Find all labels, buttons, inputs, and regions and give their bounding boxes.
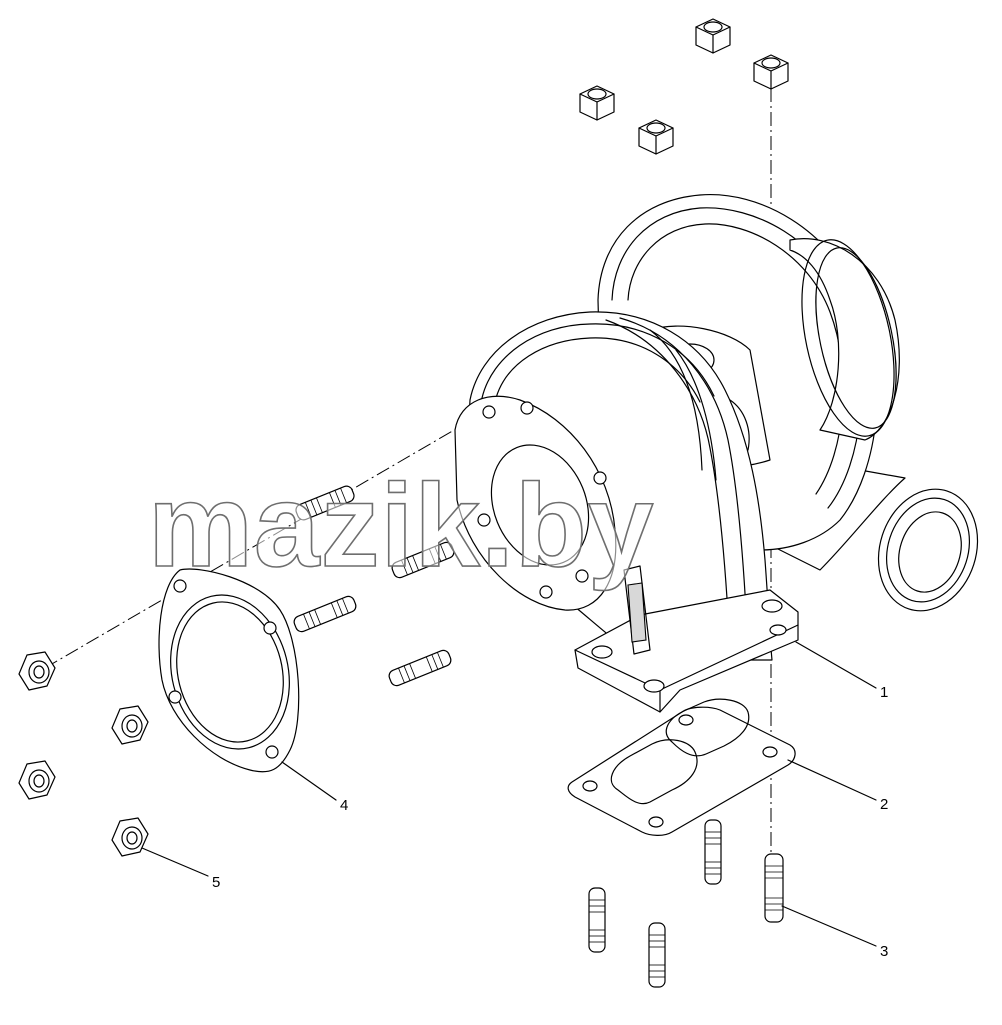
stud xyxy=(295,485,355,521)
nut xyxy=(579,85,615,121)
callout-4: 4 xyxy=(340,797,348,814)
stud xyxy=(293,595,357,633)
watermark-text: mazik.by xyxy=(148,460,654,592)
top-nuts xyxy=(579,18,789,155)
stud xyxy=(764,853,784,923)
nut xyxy=(18,651,56,691)
leader-line-5 xyxy=(141,847,209,877)
round-gasket xyxy=(158,568,300,773)
nut xyxy=(111,817,149,857)
nut xyxy=(753,54,789,90)
callout-1: 1 xyxy=(880,684,888,701)
flange-studs xyxy=(293,485,455,687)
stud xyxy=(704,819,722,885)
callout-2: 2 xyxy=(880,796,888,813)
turbocharger-assembly xyxy=(454,193,979,713)
leader-line-4 xyxy=(281,761,337,801)
stud xyxy=(391,541,455,579)
stud xyxy=(588,887,606,953)
turbine-inlet-bore xyxy=(490,444,590,566)
diagonal-axis-line xyxy=(44,414,481,669)
leader-lines xyxy=(141,641,877,947)
callout-5: 5 xyxy=(212,874,220,891)
flange-nuts xyxy=(18,651,149,857)
nut xyxy=(111,705,149,745)
stud xyxy=(648,922,666,988)
leader-line-1 xyxy=(795,641,877,689)
twin-port-gasket xyxy=(567,698,796,836)
nut xyxy=(638,119,674,155)
leader-line-3 xyxy=(781,905,877,947)
leader-line-2 xyxy=(787,759,877,801)
nut xyxy=(695,18,731,54)
stud xyxy=(388,649,452,687)
nut xyxy=(18,760,56,800)
callout-labels: 1 2 3 4 5 xyxy=(212,684,888,960)
callout-3: 3 xyxy=(880,943,888,960)
base-studs xyxy=(588,819,784,988)
